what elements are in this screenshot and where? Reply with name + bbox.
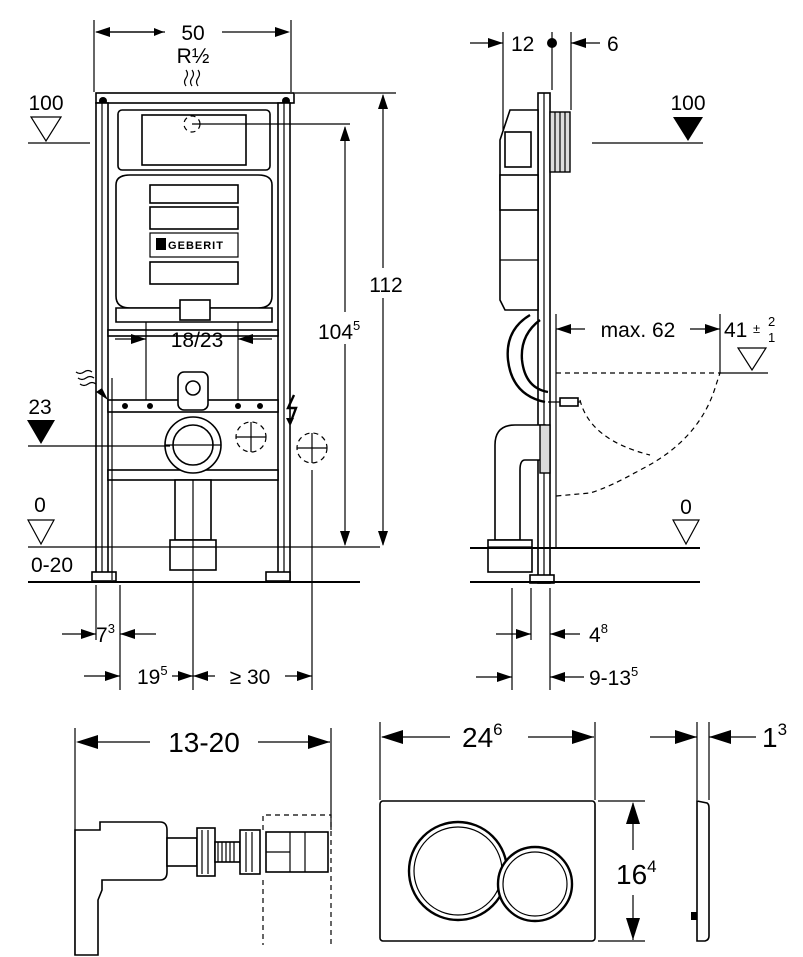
center-offset-label: 195 — [137, 663, 168, 689]
svg-text:6: 6 — [607, 33, 619, 56]
flush-connector — [122, 371, 263, 411]
plate-width-label: 246 — [462, 720, 503, 753]
connector-detail: 13-20 — [74, 727, 332, 956]
toilet-bowl-outline — [548, 372, 721, 497]
svg-text:2: 2 — [768, 314, 775, 329]
svg-text:1: 1 — [768, 330, 775, 345]
floor-range-label: 0-20 — [31, 554, 73, 577]
svg-text:12: 12 — [511, 33, 534, 56]
flush-plate-detail: 246 164 — [379, 720, 657, 942]
bowl-height-label: 41 — [724, 319, 747, 342]
level-marker-23: 23 — [27, 396, 170, 447]
mount-spacing-dimension: 18/23 — [115, 322, 272, 400]
frame-side — [487, 92, 571, 584]
water-connection-label: R½ — [177, 45, 210, 68]
bottom-dimensions-side: 48 9-135 — [476, 588, 638, 690]
svg-text:±: ± — [753, 321, 760, 336]
svg-text:23: 23 — [28, 396, 51, 419]
front-view: 50 R½ 100 — [26, 20, 404, 690]
width-label: 50 — [181, 22, 204, 45]
leg-offset-label: 73 — [96, 621, 115, 647]
svg-text:0: 0 — [680, 496, 692, 519]
plate-thickness-label: 13 — [762, 720, 787, 753]
svg-text:18/23: 18/23 — [171, 329, 224, 352]
connector-length-label: 13-20 — [168, 727, 240, 758]
svg-text:0: 0 — [34, 494, 46, 517]
projection-dimension: max. 62 41 ± 2 1 — [555, 314, 775, 374]
svg-text:100: 100 — [670, 92, 705, 115]
depth-dimensions-top: 12 6 — [470, 32, 619, 130]
height-dimensions: 112 1045 — [295, 92, 404, 546]
level-marker-0-left: 0 0-20 — [26, 494, 380, 583]
width-dimension: 50 — [93, 20, 292, 92]
cistern: GEBERIT — [115, 109, 350, 323]
side-water-icon — [75, 369, 113, 580]
level-marker-100-left: 100 — [28, 92, 90, 144]
level-marker-0-right: 0 — [671, 496, 701, 546]
level-marker-100-right: 100 — [592, 92, 706, 144]
electric-connection — [235, 394, 328, 464]
plate-thickness-detail: 13 — [650, 720, 787, 942]
foot-depth-label: 48 — [589, 621, 608, 647]
bottom-dimensions: 73 195 ≥ 30 — [62, 470, 313, 690]
frame-height-label: 1045 — [318, 318, 360, 344]
wall-depth-label: 9-135 — [589, 664, 638, 690]
side-view: 12 6 — [470, 32, 775, 690]
brand-logo: GEBERIT — [168, 240, 224, 252]
svg-text:100: 100 — [28, 92, 63, 115]
bowl-projection-label: max. 62 — [601, 319, 676, 342]
side-clearance-label: ≥ 30 — [230, 666, 271, 689]
plate-height-label: 164 — [616, 857, 657, 890]
total-height-label: 112 — [369, 274, 402, 297]
